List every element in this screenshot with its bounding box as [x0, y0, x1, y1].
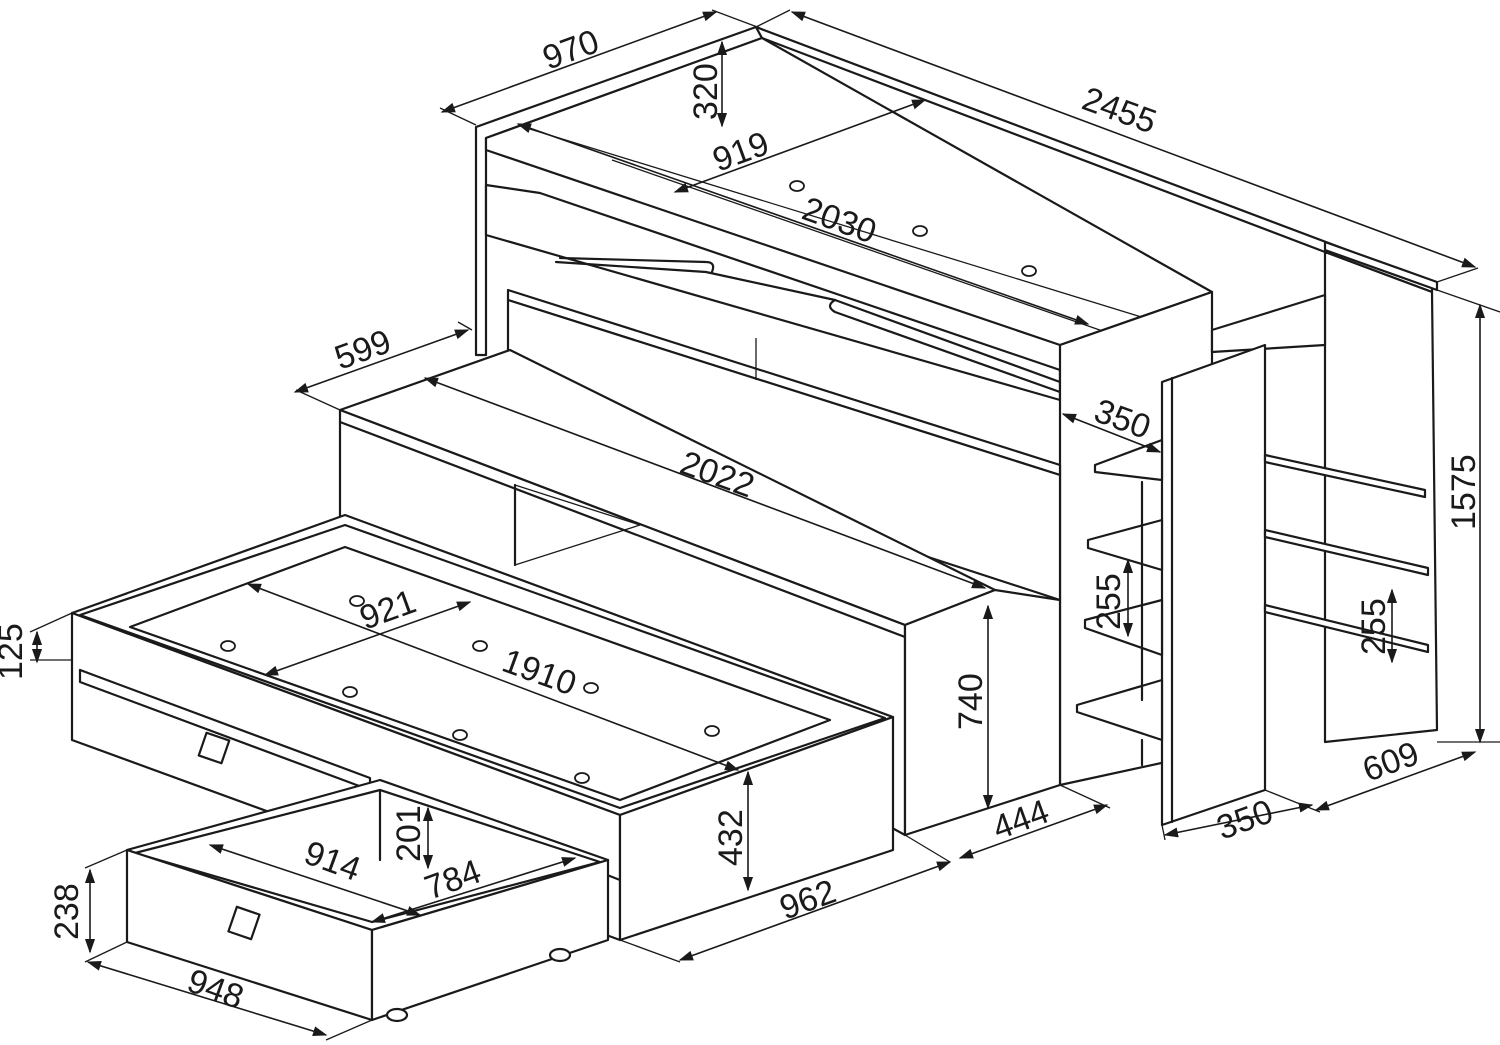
label-shelf-right-spacing: 255 [1355, 598, 1393, 655]
label-top-width: 970 [538, 22, 604, 77]
label-desk-height: 740 [952, 673, 990, 730]
label-shelf-left-spacing: 255 [1090, 573, 1128, 630]
label-shelf-depth: 609 [1358, 734, 1424, 789]
label-drawer-inner-height: 201 [390, 805, 428, 862]
label-rail-height: 320 [687, 63, 725, 120]
shelf-unit [1075, 343, 1430, 827]
label-overall-length: 2455 [1077, 80, 1161, 142]
label-overall-height: 1575 [1445, 454, 1483, 530]
label-trundle-height: 432 [712, 809, 750, 866]
label-desk-depth: 599 [330, 322, 396, 377]
label-top-offset: 125 [0, 623, 30, 680]
label-drawer-height: 238 [48, 883, 86, 940]
dimension-lines [29, 9, 1500, 1041]
